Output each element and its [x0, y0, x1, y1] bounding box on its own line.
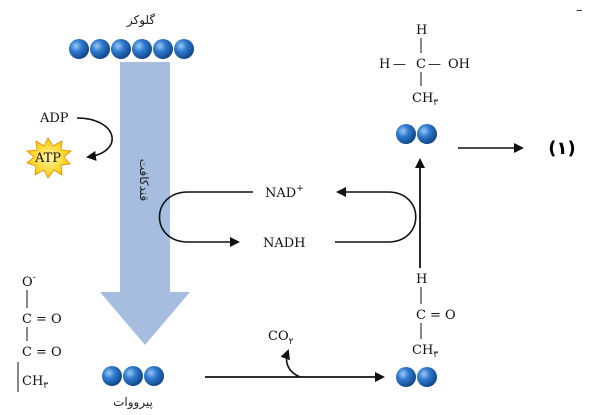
glucose-carbon-6 [174, 39, 194, 59]
nad-loop-right [335, 187, 417, 243]
ethanol-ch3: CH۳ [412, 91, 438, 108]
ethanol-structure: H H — C — OH CH۳ [379, 23, 470, 108]
glycolysis-arrow [100, 62, 190, 345]
acetaldehyde-c: C [416, 308, 426, 323]
glucose-carbon-3 [111, 39, 131, 59]
ethanol-h-top: H [416, 23, 427, 38]
corner-mark: – [576, 3, 583, 18]
acetaldehyde-structure: H C = O CH۳ [412, 272, 456, 360]
ethanol-oh: OH [448, 57, 470, 72]
pyruvate-o-minus: O- [22, 273, 36, 290]
pyruvate-eq2: = [36, 345, 47, 360]
adp-label: ADP [39, 111, 69, 126]
atp-label: ATP [34, 151, 61, 166]
ethanol-bond-h-left: — [393, 57, 406, 72]
ethanol-molecule [396, 124, 437, 144]
pyruvate-label: پیرووات [113, 395, 153, 410]
glucose-label: گلوکز [126, 13, 156, 28]
co2-label: CO۲ [268, 329, 294, 347]
glucose-molecule [69, 39, 194, 59]
ethanol-h-left: H [379, 57, 390, 72]
nadh-label: NADH [263, 236, 306, 251]
glucose-carbon-2 [90, 39, 110, 59]
acetaldehyde-carbon-1 [396, 367, 416, 387]
pyruvate-eq1: = [36, 312, 47, 327]
nad-loop-left [158, 191, 253, 247]
acetaldehyde-h: H [416, 272, 427, 287]
pyruvate-structure: O- C = O C = O CH۳ [17, 273, 62, 392]
ethanol-bond-oh: — [428, 57, 441, 72]
pyruvate-c2: C [22, 345, 32, 360]
pyruvate-c1: C [22, 312, 32, 327]
glycolysis-label: قندکافت [137, 159, 151, 202]
glucose-carbon-4 [132, 39, 152, 59]
ethanol-c: C [416, 57, 426, 72]
adp-atp-arrow [76, 117, 113, 161]
pyruvate-molecule [102, 366, 164, 386]
acetaldehyde-ch3: CH۳ [412, 343, 438, 360]
ethanol-carbon-1 [396, 124, 416, 144]
pyruvate-o1: O [51, 312, 62, 327]
ethanol-carbon-2 [417, 124, 437, 144]
pyruvate-ch3: CH۳ [22, 374, 48, 391]
glucose-carbon-1 [69, 39, 89, 59]
glucose-carbon-5 [153, 39, 173, 59]
pyruvate-carbon-2 [123, 366, 143, 386]
atp-starburst [26, 137, 72, 179]
acetaldehyde-eq: = [430, 308, 441, 323]
pyruvate-carbon-3 [144, 366, 164, 386]
acetaldehyde-carbon-2 [417, 367, 437, 387]
nad-plus-label: NAD+ [265, 184, 304, 201]
pyruvate-carbon-1 [102, 366, 122, 386]
co2-release-arrow [280, 349, 301, 378]
label-one: (۱) [548, 138, 575, 159]
acetaldehyde-molecule [396, 367, 437, 387]
acetaldehyde-o: O [445, 308, 456, 323]
pyruvate-o2: O [51, 345, 62, 360]
